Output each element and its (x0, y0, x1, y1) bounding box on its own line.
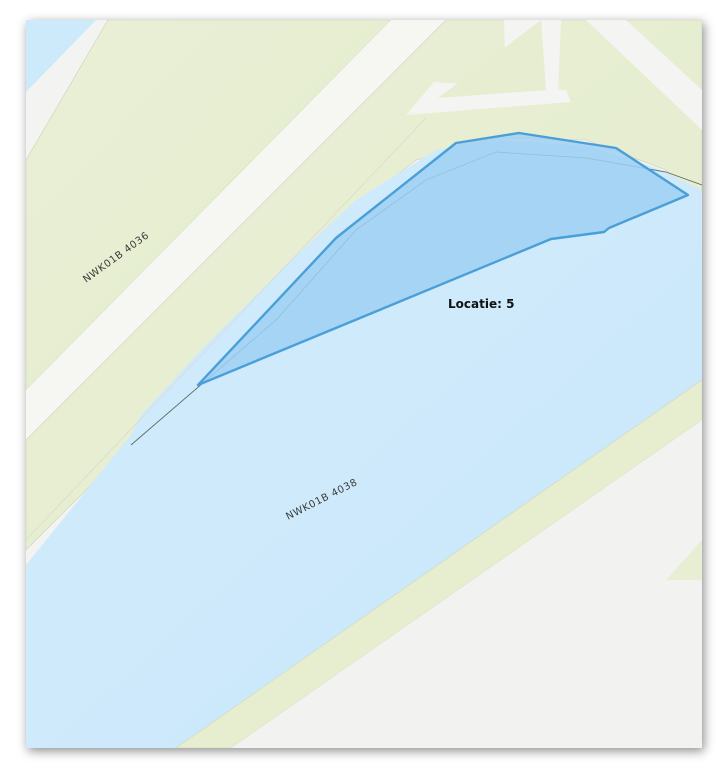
land-triangle-top (438, 20, 546, 98)
water-parcel-4038[interactable] (26, 140, 702, 748)
map-view[interactable]: NWK01B 4036 NWK01B 4038 Locatie: 5 (26, 20, 702, 748)
water-corner-top-left (26, 20, 96, 92)
selected-location-polygon[interactable] (196, 131, 690, 387)
map-canvas[interactable]: NWK01B 4036 NWK01B 4038 Locatie: 5 (26, 20, 702, 748)
land-patch-lower-right (666, 540, 702, 580)
road-top-4 (586, 20, 702, 130)
road-lower-right (231, 420, 702, 748)
land-strip-lower-right (175, 379, 702, 748)
parcel-boundary-road-edge (26, 117, 427, 541)
location-label: Locatie: 5 (448, 297, 514, 311)
